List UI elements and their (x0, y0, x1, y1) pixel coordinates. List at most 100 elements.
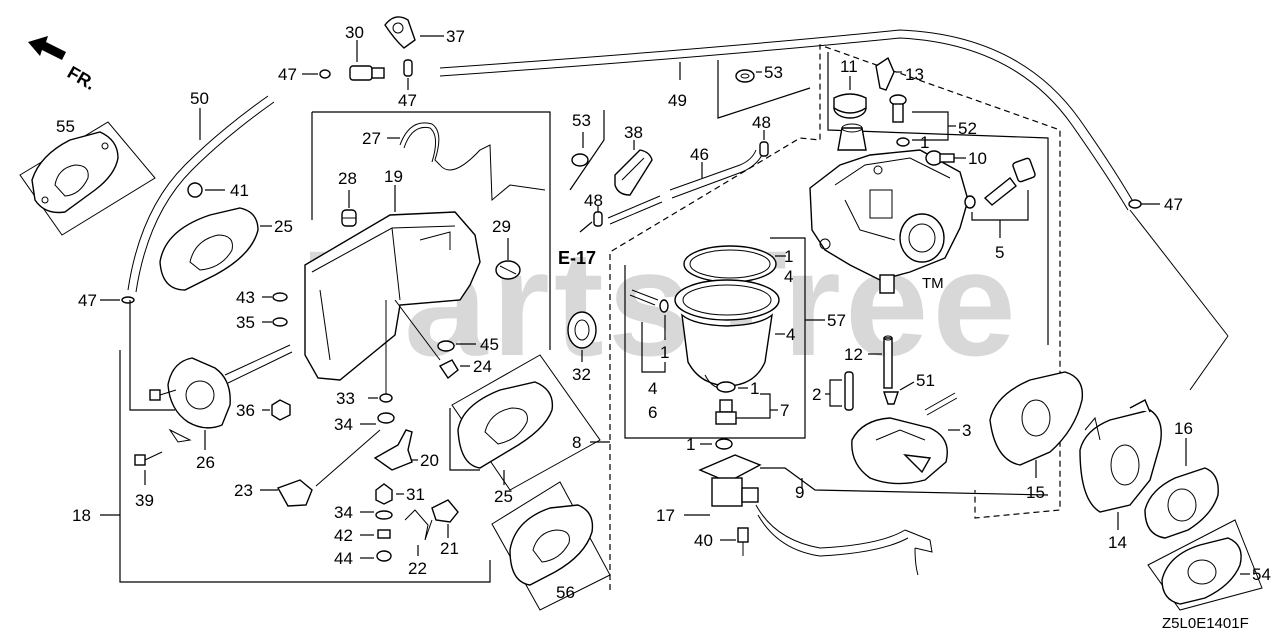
callout-1-a: 1 (784, 247, 793, 266)
callout-48-right: 48 (752, 113, 771, 132)
bolt-40[interactable] (737, 527, 749, 556)
callout-30: 30 (345, 23, 364, 42)
screw-52[interactable] (889, 94, 907, 123)
washer-43[interactable] (272, 292, 288, 302)
gasket-55[interactable] (19, 121, 156, 236)
callout-32: 32 (572, 365, 591, 384)
fuel-joint-30[interactable] (349, 65, 385, 81)
callout-6: 6 (648, 403, 657, 422)
callout-42: 42 (334, 526, 353, 545)
callout-2: 2 (812, 385, 821, 404)
gasket-15[interactable] (989, 371, 1084, 466)
needle-12[interactable] (883, 335, 893, 389)
callout-52: 52 (958, 119, 977, 138)
airbox-group-line (312, 111, 551, 350)
drain-tube[interactable] (755, 504, 933, 576)
callout-44: 44 (334, 549, 353, 568)
grommet-28[interactable] (341, 209, 357, 227)
callout-13: 13 (905, 65, 924, 84)
rod-22[interactable] (404, 509, 433, 541)
drain-screw[interactable] (629, 289, 669, 313)
float-chamber-57[interactable] (674, 279, 780, 389)
bracket-20[interactable] (373, 429, 413, 471)
callout-49: 49 (668, 91, 687, 110)
grommet-32[interactable] (567, 311, 597, 349)
insulator-14[interactable] (1079, 399, 1162, 513)
fuel-valve-17[interactable] (698, 454, 762, 507)
nut-31[interactable] (375, 483, 393, 505)
callout-53-top: 53 (764, 63, 783, 82)
washer-1-lower[interactable] (715, 438, 733, 450)
clip-47-top[interactable] (403, 59, 413, 77)
needle-51[interactable] (883, 391, 899, 405)
o-ring-4-upper[interactable] (683, 245, 777, 283)
clip-24[interactable] (438, 359, 459, 380)
callout-20: 20 (420, 451, 439, 470)
callout-40: 40 (694, 531, 713, 550)
fuel-hose-50[interactable] (127, 95, 275, 293)
float-3[interactable] (851, 417, 948, 485)
lever-13[interactable] (875, 56, 895, 91)
callout-51: 51 (916, 371, 935, 390)
cap-11[interactable] (833, 93, 867, 119)
clip-47-left[interactable] (121, 296, 135, 304)
carburetor-body[interactable] (809, 123, 969, 294)
callout-4-c: 4 (648, 379, 657, 398)
screw-10[interactable] (925, 150, 955, 166)
diagram-code: Z5L0E1401F (1162, 615, 1249, 632)
callout-41: 41 (230, 181, 249, 200)
callout-4-b: 4 (786, 325, 795, 344)
washer-45[interactable] (437, 340, 455, 352)
hose-clip-53-left[interactable] (571, 153, 589, 167)
callout-12: 12 (844, 345, 863, 364)
washer-1-chamber[interactable] (716, 381, 736, 393)
callout-9: 9 (795, 483, 804, 502)
washer-34-lower[interactable] (375, 510, 393, 520)
callout-21: 21 (440, 539, 459, 558)
choke-wire-27[interactable] (399, 122, 546, 202)
washer-35[interactable] (272, 317, 288, 327)
washer-1-top[interactable] (896, 137, 910, 147)
clip-47-topleft[interactable] (319, 69, 331, 79)
tube-46[interactable] (669, 149, 763, 199)
grommet-29[interactable] (495, 260, 521, 280)
gasket-25-left[interactable] (159, 207, 259, 291)
clip-47-right[interactable] (1128, 199, 1142, 209)
pilot-screw-5[interactable] (964, 157, 1036, 209)
callout-8: 8 (572, 433, 581, 452)
callout-43: 43 (236, 288, 255, 307)
grommet-41[interactable] (187, 182, 203, 198)
callout-47-right: 47 (1164, 195, 1183, 214)
fuel-hose-49[interactable] (439, 29, 1136, 211)
clip-48-right[interactable] (759, 141, 769, 157)
callout-34-lower: 34 (334, 503, 353, 522)
tube-38[interactable] (614, 149, 653, 196)
bolt-39[interactable] (134, 451, 163, 466)
nut-44[interactable] (376, 550, 392, 562)
callout-15: 15 (1026, 483, 1045, 502)
cap-23[interactable] (276, 479, 313, 507)
clip-48-left[interactable] (593, 211, 603, 227)
float-pin[interactable] (924, 392, 958, 416)
tube-small[interactable] (607, 195, 663, 225)
front-direction-arrow-icon (28, 36, 66, 60)
section-ref-e17: E-17 (558, 248, 596, 268)
gasket-25-center[interactable] (451, 354, 601, 491)
gasket-16[interactable] (1144, 467, 1219, 539)
bolt-7[interactable] (715, 399, 737, 425)
callout-38: 38 (624, 123, 643, 142)
collar-42[interactable] (377, 529, 391, 539)
washer-33[interactable] (379, 393, 393, 403)
hose-clip-53-top[interactable] (735, 69, 755, 83)
air-guide-19[interactable] (304, 211, 481, 381)
clamp-37[interactable] (384, 16, 416, 49)
fuel-pump-26[interactable] (167, 344, 293, 443)
nut-36[interactable] (271, 399, 291, 421)
jet-2[interactable] (844, 371, 854, 411)
washer-34-upper[interactable] (377, 412, 395, 424)
bolt-upper-left[interactable] (149, 389, 177, 401)
gasket-54[interactable] (1147, 519, 1263, 611)
joint-21[interactable] (431, 499, 459, 523)
callout-55: 55 (56, 117, 75, 136)
callout-24: 24 (473, 357, 492, 376)
